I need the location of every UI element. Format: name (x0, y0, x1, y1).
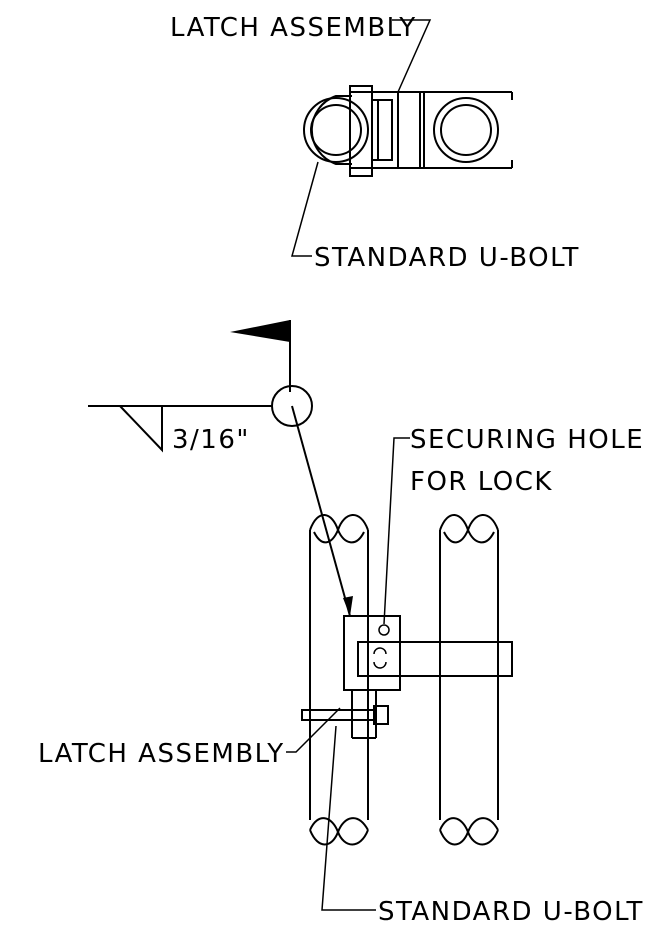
securing-hole-label-line1: SECURING HOLE (410, 425, 644, 455)
left-pipe-break-top (309, 514, 369, 534)
latch-bar (357, 641, 513, 677)
ubolt-rod (301, 709, 375, 721)
bottom-latch-assembly-label: LATCH ASSEMBLY (38, 739, 285, 769)
weld-size-label: 3/16" (172, 425, 250, 455)
left-pipe-outer (303, 97, 369, 163)
weld-arrowhead-icon (343, 596, 353, 616)
right-pipe-outer (433, 97, 499, 163)
latch-plate-elevation (343, 615, 401, 691)
right-pipe-break-bottom (439, 817, 499, 835)
weld-arrow-line (291, 405, 351, 617)
securing-hole-label-line2: FOR LOCK (410, 467, 553, 497)
securing-hole-leader (383, 437, 410, 625)
securing-hole (378, 624, 390, 636)
bottom-latch-leader (286, 707, 341, 753)
right-pipe-inner (440, 104, 492, 156)
left-pipe-break-bottom (309, 817, 369, 835)
right-pipe-break-top (439, 514, 499, 534)
top-ubolt-leader (291, 161, 319, 257)
bottom-standard-ubolt-label: STANDARD U-BOLT (378, 897, 644, 927)
bottom-ubolt-leader (321, 725, 376, 911)
top-plan-view: LATCH ASSEMBLY STANDARD U-BOLT (170, 13, 580, 273)
top-latch-assembly-label: LATCH ASSEMBLY (170, 13, 417, 43)
top-latch-leader (392, 19, 432, 93)
weld-symbol: 3/16" (88, 320, 353, 617)
ubolt-nut (373, 705, 389, 725)
field-weld-flag-icon (230, 320, 290, 342)
left-pipe-inner (310, 104, 362, 156)
top-ubolt (310, 95, 352, 165)
fillet-weld-icon (119, 405, 163, 453)
latch-clasp (371, 99, 393, 161)
elevation-view: SECURING HOLE FOR LOCK LATCH ASSEMBLY ST… (38, 425, 644, 927)
top-standard-ubolt-label: STANDARD U-BOLT (314, 243, 580, 273)
